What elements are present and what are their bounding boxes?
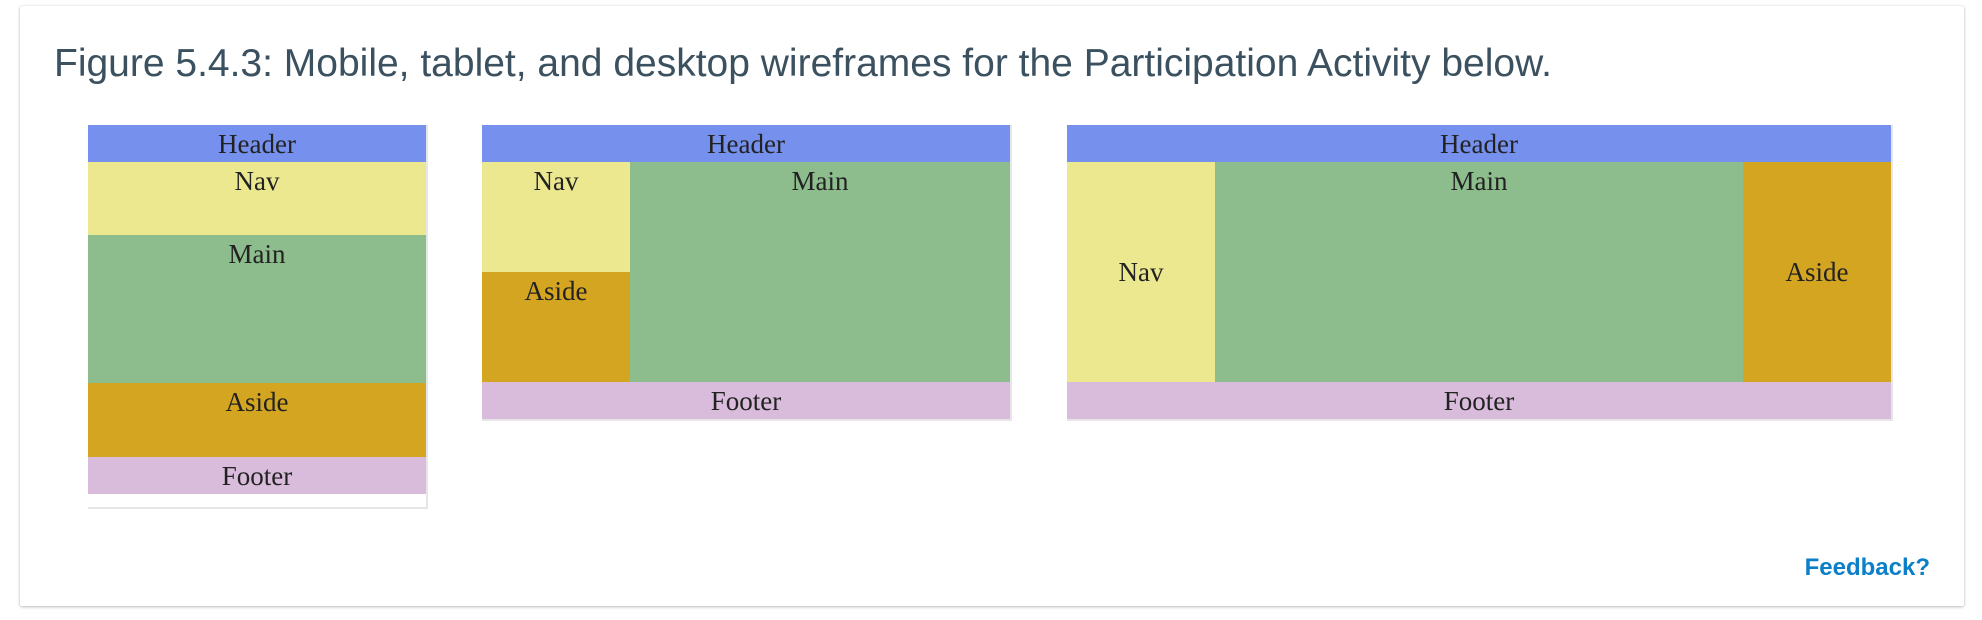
tablet-main: Main: [630, 162, 1010, 382]
desktop-aside: Aside: [1743, 162, 1891, 382]
mobile-wireframe: Header Nav Main Aside Footer: [88, 125, 428, 509]
desktop-main: Main: [1215, 162, 1743, 382]
tablet-header: Header: [482, 125, 1010, 162]
feedback-link[interactable]: Feedback?: [1804, 554, 1930, 581]
desktop-header: Header: [1067, 125, 1891, 162]
tablet-nav: Nav: [482, 162, 630, 272]
desktop-nav: Nav: [1067, 162, 1215, 382]
mobile-aside: Aside: [88, 383, 426, 457]
desktop-footer: Footer: [1067, 382, 1891, 419]
desktop-wireframe: Header Nav Main Aside Footer: [1067, 125, 1893, 421]
tablet-aside: Aside: [482, 272, 630, 382]
figure-caption: Figure 5.4.3: Mobile, tablet, and deskto…: [54, 42, 1552, 85]
figure-card: Figure 5.4.3: Mobile, tablet, and deskto…: [20, 6, 1964, 606]
mobile-footer: Footer: [88, 457, 426, 494]
mobile-nav: Nav: [88, 162, 426, 235]
tablet-footer: Footer: [482, 382, 1010, 419]
mobile-header: Header: [88, 125, 426, 162]
mobile-main: Main: [88, 235, 426, 383]
tablet-wireframe: Header Nav Aside Main Footer: [482, 125, 1012, 421]
